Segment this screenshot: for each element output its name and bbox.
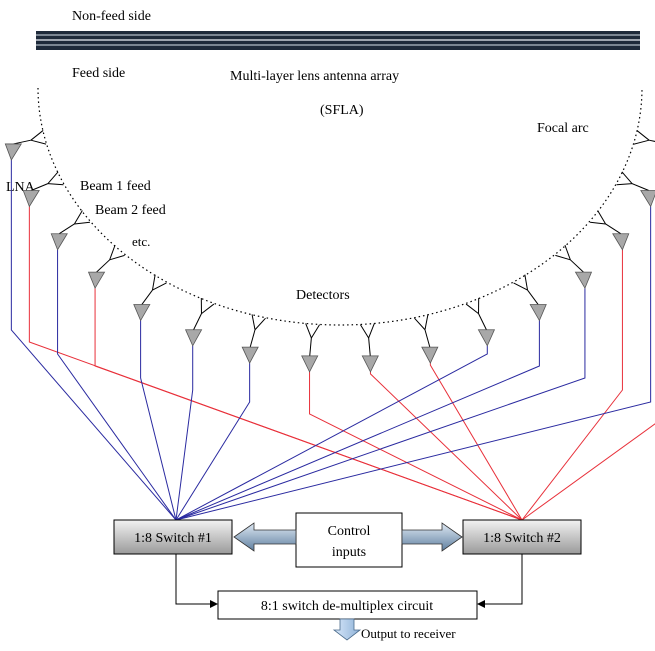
lna-triangle — [613, 234, 629, 250]
lna-triangle — [302, 356, 318, 372]
wire-to-switch-2 — [370, 372, 522, 520]
wire-to-switch-2 — [95, 288, 522, 520]
feed-antenna — [31, 172, 63, 191]
lna-triangle — [575, 272, 591, 288]
wire-to-switch-2 — [310, 372, 522, 520]
wire-to-switch-1 — [176, 363, 250, 520]
switch-2-label: 1:8 Switch #2 — [483, 531, 561, 546]
array-title: Multi-layer lens antenna array — [230, 69, 399, 84]
control-arrow-right — [402, 523, 462, 551]
control-inputs-box: Control inputs — [296, 513, 402, 567]
demux-label: 8:1 switch de-multiplex circuit — [261, 599, 433, 614]
lna-triangle — [51, 234, 67, 250]
feed-antenna — [617, 172, 649, 191]
feed-antenna — [590, 211, 621, 234]
feed-antenna — [360, 323, 374, 356]
wire-to-switch-1 — [141, 321, 176, 520]
feed-antenna — [306, 323, 320, 356]
lna-triangle — [641, 191, 655, 207]
switch-1-label: 1:8 Switch #1 — [134, 531, 212, 546]
feed-antenna — [634, 130, 655, 144]
wire-to-switch-1 — [58, 250, 176, 520]
lens-array-bar — [36, 31, 640, 50]
feed-antenna — [97, 245, 125, 272]
wire-to-switch-2 — [522, 250, 622, 520]
output-arrow — [334, 619, 360, 640]
non-feed-side-label: Non-feed side — [72, 9, 151, 24]
control-label-line1: Control — [328, 524, 371, 539]
feed-antenna — [514, 275, 539, 305]
feed-antenna — [466, 298, 486, 330]
lna-triangle — [478, 330, 494, 346]
feed-elements — [5, 130, 655, 371]
control-label-line2: inputs — [332, 545, 366, 560]
wire-to-switch-2 — [29, 207, 522, 520]
feed-side-label: Feed side — [72, 66, 125, 81]
lna-triangle — [422, 347, 438, 363]
beam1-feed-label: Beam 1 feed — [80, 179, 151, 194]
lna-triangle — [242, 347, 258, 363]
feed-antenna — [142, 275, 167, 305]
wire-to-switch-2 — [430, 363, 522, 520]
wire-to-switch-2 — [522, 160, 655, 520]
wire-to-switch-1 — [176, 346, 487, 520]
output-label: Output to receiver — [361, 626, 456, 641]
feed-antenna — [13, 130, 46, 144]
lna-triangle — [5, 144, 21, 160]
lna-triangle — [23, 191, 39, 207]
beam2-feed-label: Beam 2 feed — [95, 203, 166, 218]
detectors-label: Detectors — [296, 288, 350, 303]
feed-antenna — [414, 314, 429, 347]
feed-antenna — [59, 211, 90, 234]
lna-triangle — [134, 305, 150, 321]
etc-label: etc. — [132, 234, 150, 249]
focal-arc-label: Focal arc — [537, 121, 589, 136]
feed-antenna — [250, 314, 265, 347]
feed-antenna — [555, 245, 583, 272]
array-abbrev: (SFLA) — [320, 103, 364, 118]
wire-to-switch-1 — [176, 288, 585, 520]
lna-triangle — [362, 356, 378, 372]
switch-2-box: 1:8 Switch #2 — [463, 520, 581, 554]
lna-triangle — [89, 272, 105, 288]
wire-to-switch-1 — [176, 207, 651, 520]
lna-triangle — [530, 305, 546, 321]
control-arrow-left — [234, 523, 296, 551]
switch-1-box: 1:8 Switch #1 — [114, 520, 232, 554]
lna-triangle — [186, 330, 202, 346]
demux-box: 8:1 switch de-multiplex circuit — [218, 591, 477, 619]
wire-to-switch-1 — [176, 346, 193, 520]
wire-to-switch-1 — [176, 321, 539, 520]
